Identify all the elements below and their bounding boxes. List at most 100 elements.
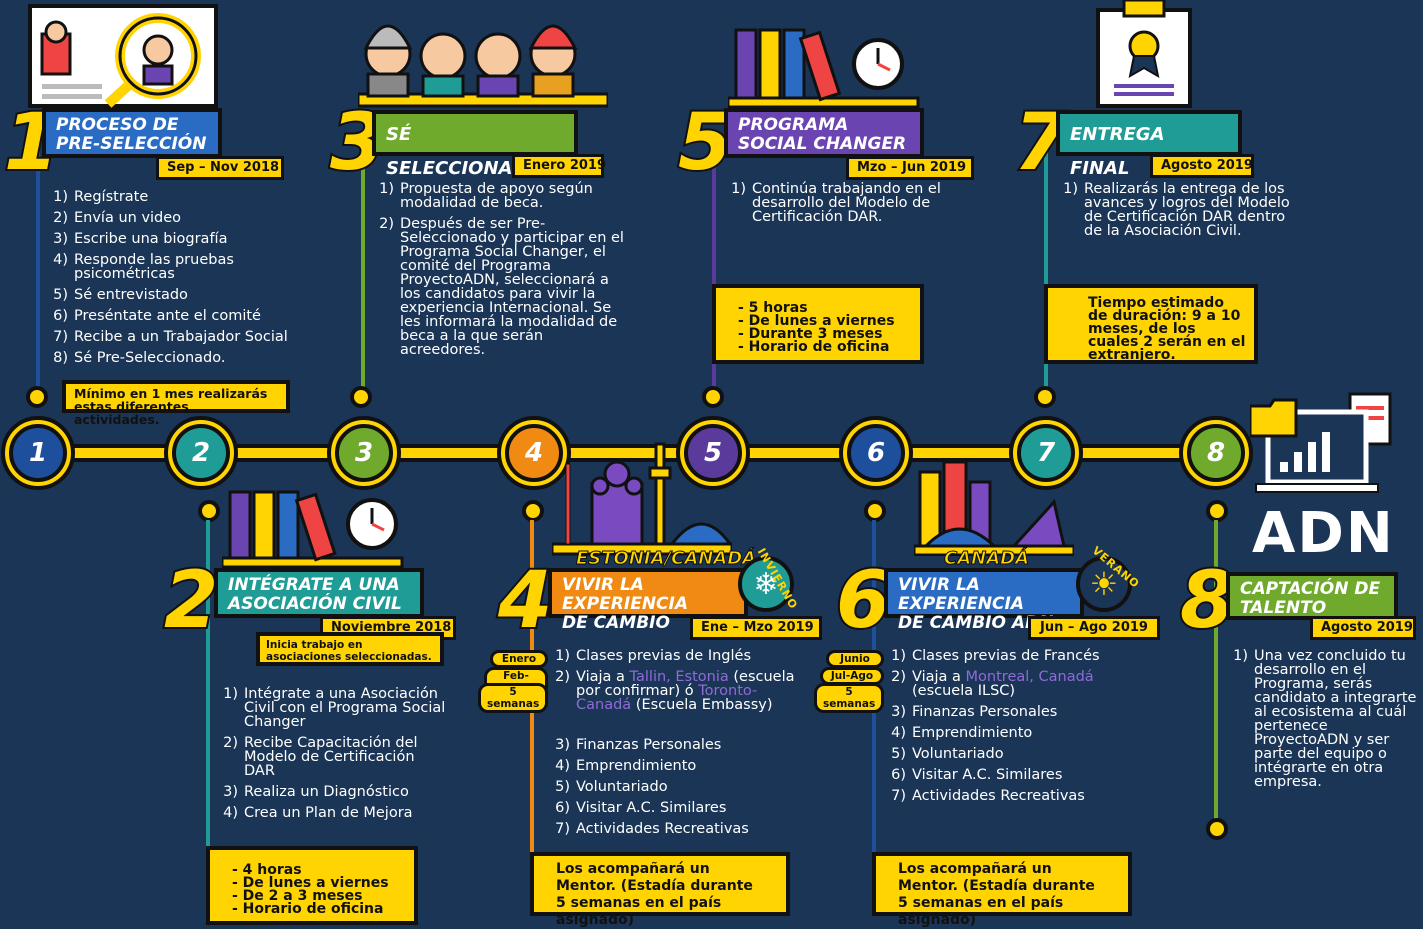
list-item: 1)Una vez concluido tu desarrollo en el … <box>1233 648 1417 790</box>
schedule-line: - De lunes a viernes <box>232 875 389 891</box>
list-item: 4)Emprendimiento <box>891 725 1033 741</box>
list-item: 2)Viaja a Montreal, Canadá (escuela ILSC… <box>891 669 1094 699</box>
step2-activities-list: 1)Intégrate a una Asociación Civil con e… <box>216 687 448 827</box>
step7-activities-list: 1)Realizarás la entrega de los avances y… <box>1056 182 1290 245</box>
step4-marker-dot <box>522 500 544 522</box>
schedule-line: - Durante 3 meses <box>738 326 883 342</box>
step3-date: Enero 2019 <box>512 154 606 178</box>
list-item: 4)Emprendimiento <box>555 758 697 774</box>
list-item: 6)Visitar A.C. Similares <box>891 767 1063 783</box>
sun-icon: ☀ <box>1076 556 1132 612</box>
step4-location: ESTONIA/CANADÁ <box>575 548 757 570</box>
schedule-line: - De lunes a viernes <box>738 313 895 329</box>
step5-title: PROGRAMA SOCIAL CHANGER <box>724 108 924 158</box>
step1-title-line2: PRE-SELECCIÓN <box>56 134 207 154</box>
binders-clock-icon <box>728 28 920 108</box>
timeline-node-4: 4 <box>505 424 563 482</box>
step1-connector <box>36 150 40 390</box>
step4-pill-weeks: 5 semanas <box>478 683 548 713</box>
list-item: 6)Visitar A.C. Similares <box>555 800 727 816</box>
schedule-line: - 5 horas <box>738 300 808 316</box>
schedule-line: - De 2 a 3 meses <box>232 888 363 904</box>
step6-mentor-box: Los acompañará un Mentor. (Estadía duran… <box>872 852 1132 928</box>
schedule-line: - Horario de oficina <box>738 339 890 355</box>
step6-activities-list-rest: 3)Finanzas Personales 4)Emprendimiento 5)V… <box>884 705 1134 810</box>
step3-connector <box>361 150 365 390</box>
step8-title-line2: TALENTO <box>1240 598 1327 618</box>
canada-skyline-illustration <box>914 460 1074 556</box>
step4-mentor-box: Los acompañará un Mentor. (Estadía duran… <box>530 852 790 928</box>
selected-group-illustration <box>358 24 608 108</box>
step8-activities-list: 1)Una vez concluido tu desarrollo en el … <box>1226 649 1423 796</box>
step1-title-line1: PROCESO DE <box>56 115 179 135</box>
step6-pill-junio: Junio <box>826 650 884 668</box>
step8-title: CAPTACIÓN DE TALENTO <box>1226 572 1398 620</box>
list-item: 1)Clases previas de Inglés <box>555 648 752 664</box>
step5-title-line1: PROGRAMA <box>738 115 849 135</box>
list-item: 2)Viaja a Tallin, Estonia (escuela por c… <box>555 669 795 713</box>
list-item: 1)Propuesta de apoyo según modalidad de … <box>379 181 593 211</box>
preselection-illustration <box>28 4 218 108</box>
list-item: 5)Sé entrevistado <box>53 287 188 303</box>
list-item: 2)Envía un video <box>53 210 182 226</box>
step1-date: Sep – Nov 2018 <box>156 156 284 180</box>
list-item: 1)Continúa trabajando en el desarrollo d… <box>731 181 941 225</box>
snowflake-icon: ❄ <box>738 556 794 612</box>
step7-title: ENTREGA FINAL <box>1056 110 1242 179</box>
list-item: 3)Finanzas Personales <box>891 704 1058 720</box>
adn-logo: ADN <box>1252 501 1395 566</box>
estonia-canada-skyline-illustration <box>552 442 732 556</box>
step2-title: INTÉGRATE A UNA ASOCIACIÓN CIVIL <box>214 568 424 618</box>
step2-schedule-box: - 4 horas- De lunes a viernes- De 2 a 3 … <box>206 846 418 925</box>
step1-title: PROCESO DE PRE-SELECCIÓN <box>42 108 222 158</box>
step4-date: Ene – Mzo 2019 <box>690 616 822 640</box>
step7-connector <box>1044 150 1048 390</box>
list-item: 7)Actividades Recreativas <box>555 821 749 837</box>
step7-duration-box: Tiempo estimado de duración: 9 a 10 mese… <box>1044 284 1258 364</box>
list-item: 7)Actividades Recreativas <box>891 788 1085 804</box>
step8-marker-dot <box>1206 500 1228 522</box>
step1-marker-dot <box>26 386 48 408</box>
step4-title-line2: DE CAMBIO <box>562 613 670 633</box>
schedule-line: - 4 horas <box>232 862 302 878</box>
step2-title-line2: ASOCIACIÓN CIVIL <box>228 594 402 614</box>
list-item: 1)Realizarás la entrega de los avances y… <box>1063 181 1290 239</box>
step6-title-line1: VIVIR LA EXPERIENCIA <box>898 575 1025 614</box>
step6-pill-weeks: 5 semanas <box>814 683 884 713</box>
step4-activities-list-rest: 3)Finanzas Personales 4)Emprendimiento 5)V… <box>548 738 798 843</box>
list-item: 4)Crea un Plan de Mejora <box>223 805 413 821</box>
step6-location: CANADÁ <box>943 548 1030 570</box>
timeline-node-2: 2 <box>172 424 230 482</box>
timeline-node-5: 5 <box>684 424 742 482</box>
step6-activities-list: 1)Clases previas de Francés 2)Viaja a Mo… <box>884 649 1134 705</box>
list-item: 5)Voluntariado <box>891 746 1004 762</box>
step2-connector <box>206 520 210 850</box>
step4-title-line1: VIVIR LA EXPERIENCIA <box>562 575 689 614</box>
list-item: 1)Intégrate a una Asociación Civil con e… <box>223 686 446 730</box>
list-item: 3)Escribe una biografía <box>53 231 228 247</box>
step8-date: Agosto 2019 <box>1310 616 1416 640</box>
step5-marker-dot <box>702 386 724 408</box>
list-item: 2)Recibe Capacitación del Modelo de Cert… <box>223 735 418 779</box>
step7-marker-dot <box>1034 386 1056 408</box>
step5-activities-list: 1)Continúa trabajando en el desarrollo d… <box>724 182 956 231</box>
list-item: 8)Sé Pre-Seleccionado. <box>53 350 226 366</box>
binders-clock-icon-2 <box>222 490 404 568</box>
list-item: 7)Recibe a un Trabajador Social <box>53 329 288 345</box>
step6-date: Jun – Ago 2019 <box>1028 616 1160 640</box>
step4-number: 4 <box>496 556 554 646</box>
list-item: 5)Voluntariado <box>555 779 668 795</box>
step5-connector <box>712 150 716 390</box>
step2-title-line1: INTÉGRATE A UNA <box>228 575 400 595</box>
list-item: 3)Realiza un Diagnóstico <box>223 784 409 800</box>
step2-note: Inicia trabajo en asociaciones seleccion… <box>256 632 444 666</box>
timeline-node-6: 6 <box>847 424 905 482</box>
list-item: 1)Clases previas de Francés <box>891 648 1100 664</box>
timeline-node-1: 1 <box>9 424 67 482</box>
list-item: 3)Finanzas Personales <box>555 737 722 753</box>
timeline-node-3: 3 <box>335 424 393 482</box>
certificate-icon <box>1096 0 1192 108</box>
laptop-chart-icon <box>1250 392 1392 493</box>
step5-schedule-box: - 5 horas- De lunes a viernes- Durante 3… <box>712 284 924 364</box>
step4-pill-enero: Enero <box>490 650 548 668</box>
